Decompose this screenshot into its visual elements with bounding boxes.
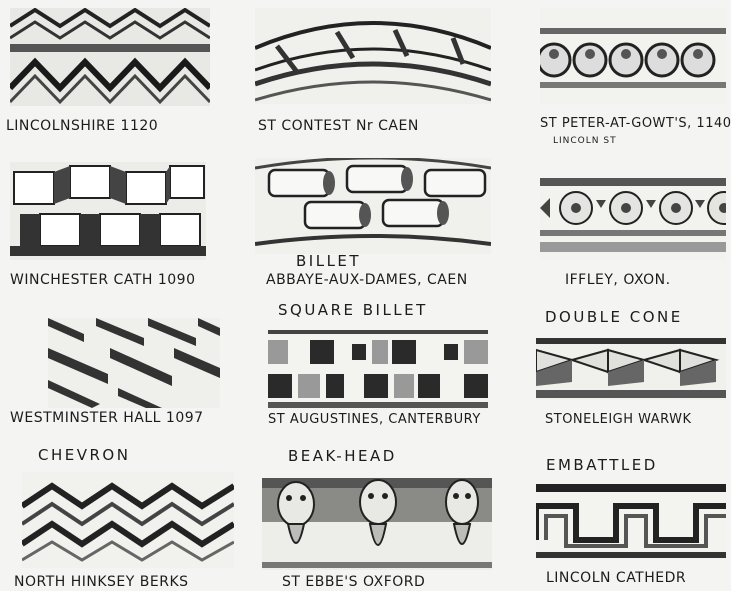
westminster-moulding-drawing [48,318,220,408]
caption-st-peter-sub: LINCOLN ST [553,136,617,146]
heading-embattled: EMBATTLED [546,456,658,474]
heading-double-cone: DOUBLE CONE [545,308,683,326]
st-contest-moulding-drawing [255,8,491,104]
heading-square-billet: SQUARE BILLET [278,301,428,319]
caption-westminster: WESTMINSTER HALL 1097 [10,410,204,426]
abbaye-moulding-drawing [255,158,491,254]
heading-chevron: CHEVRON [38,446,131,464]
caption-lincolnshire: LINCOLNSHIRE 1120 [6,118,159,134]
caption-st-augustines: ST AUGUSTINES, CANTERBURY [268,412,481,427]
caption-st-contest: ST CONTEST Nr CAEN [258,118,419,134]
north-hinksey-moulding-drawing [22,472,234,568]
heading-beak-head: BEAK-HEAD [288,447,397,465]
caption-winchester: WINCHESTER CATH 1090 [10,272,196,288]
caption-abbaye: ABBAYE-AUX-DAMES, CAEN [266,272,468,288]
caption-stoneleigh: STONELEIGH WARWK [545,412,692,427]
caption-north-hinksey: NORTH HINKSEY BERKS [14,574,189,590]
st-ebbes-moulding-drawing [262,478,492,570]
winchester-moulding-drawing [10,162,206,260]
iffley-moulding-drawing [540,178,726,260]
heading-billet: BILLET [296,252,362,270]
caption-st-ebbes: ST EBBE'S OXFORD [282,574,426,590]
lincolnshire-moulding-drawing [10,8,210,106]
stoneleigh-moulding-drawing [536,338,726,400]
caption-st-peter: ST PETER-AT-GOWT'S, 1140 [540,116,731,131]
caption-lincoln-cathedral: LINCOLN CATHEDR [546,570,687,586]
st-augustines-moulding-drawing [268,330,488,410]
caption-iffley: IFFLEY, OXON. [565,272,671,288]
lincoln-cathedral-moulding-drawing [536,484,726,560]
st-peter-moulding-drawing [540,8,726,104]
